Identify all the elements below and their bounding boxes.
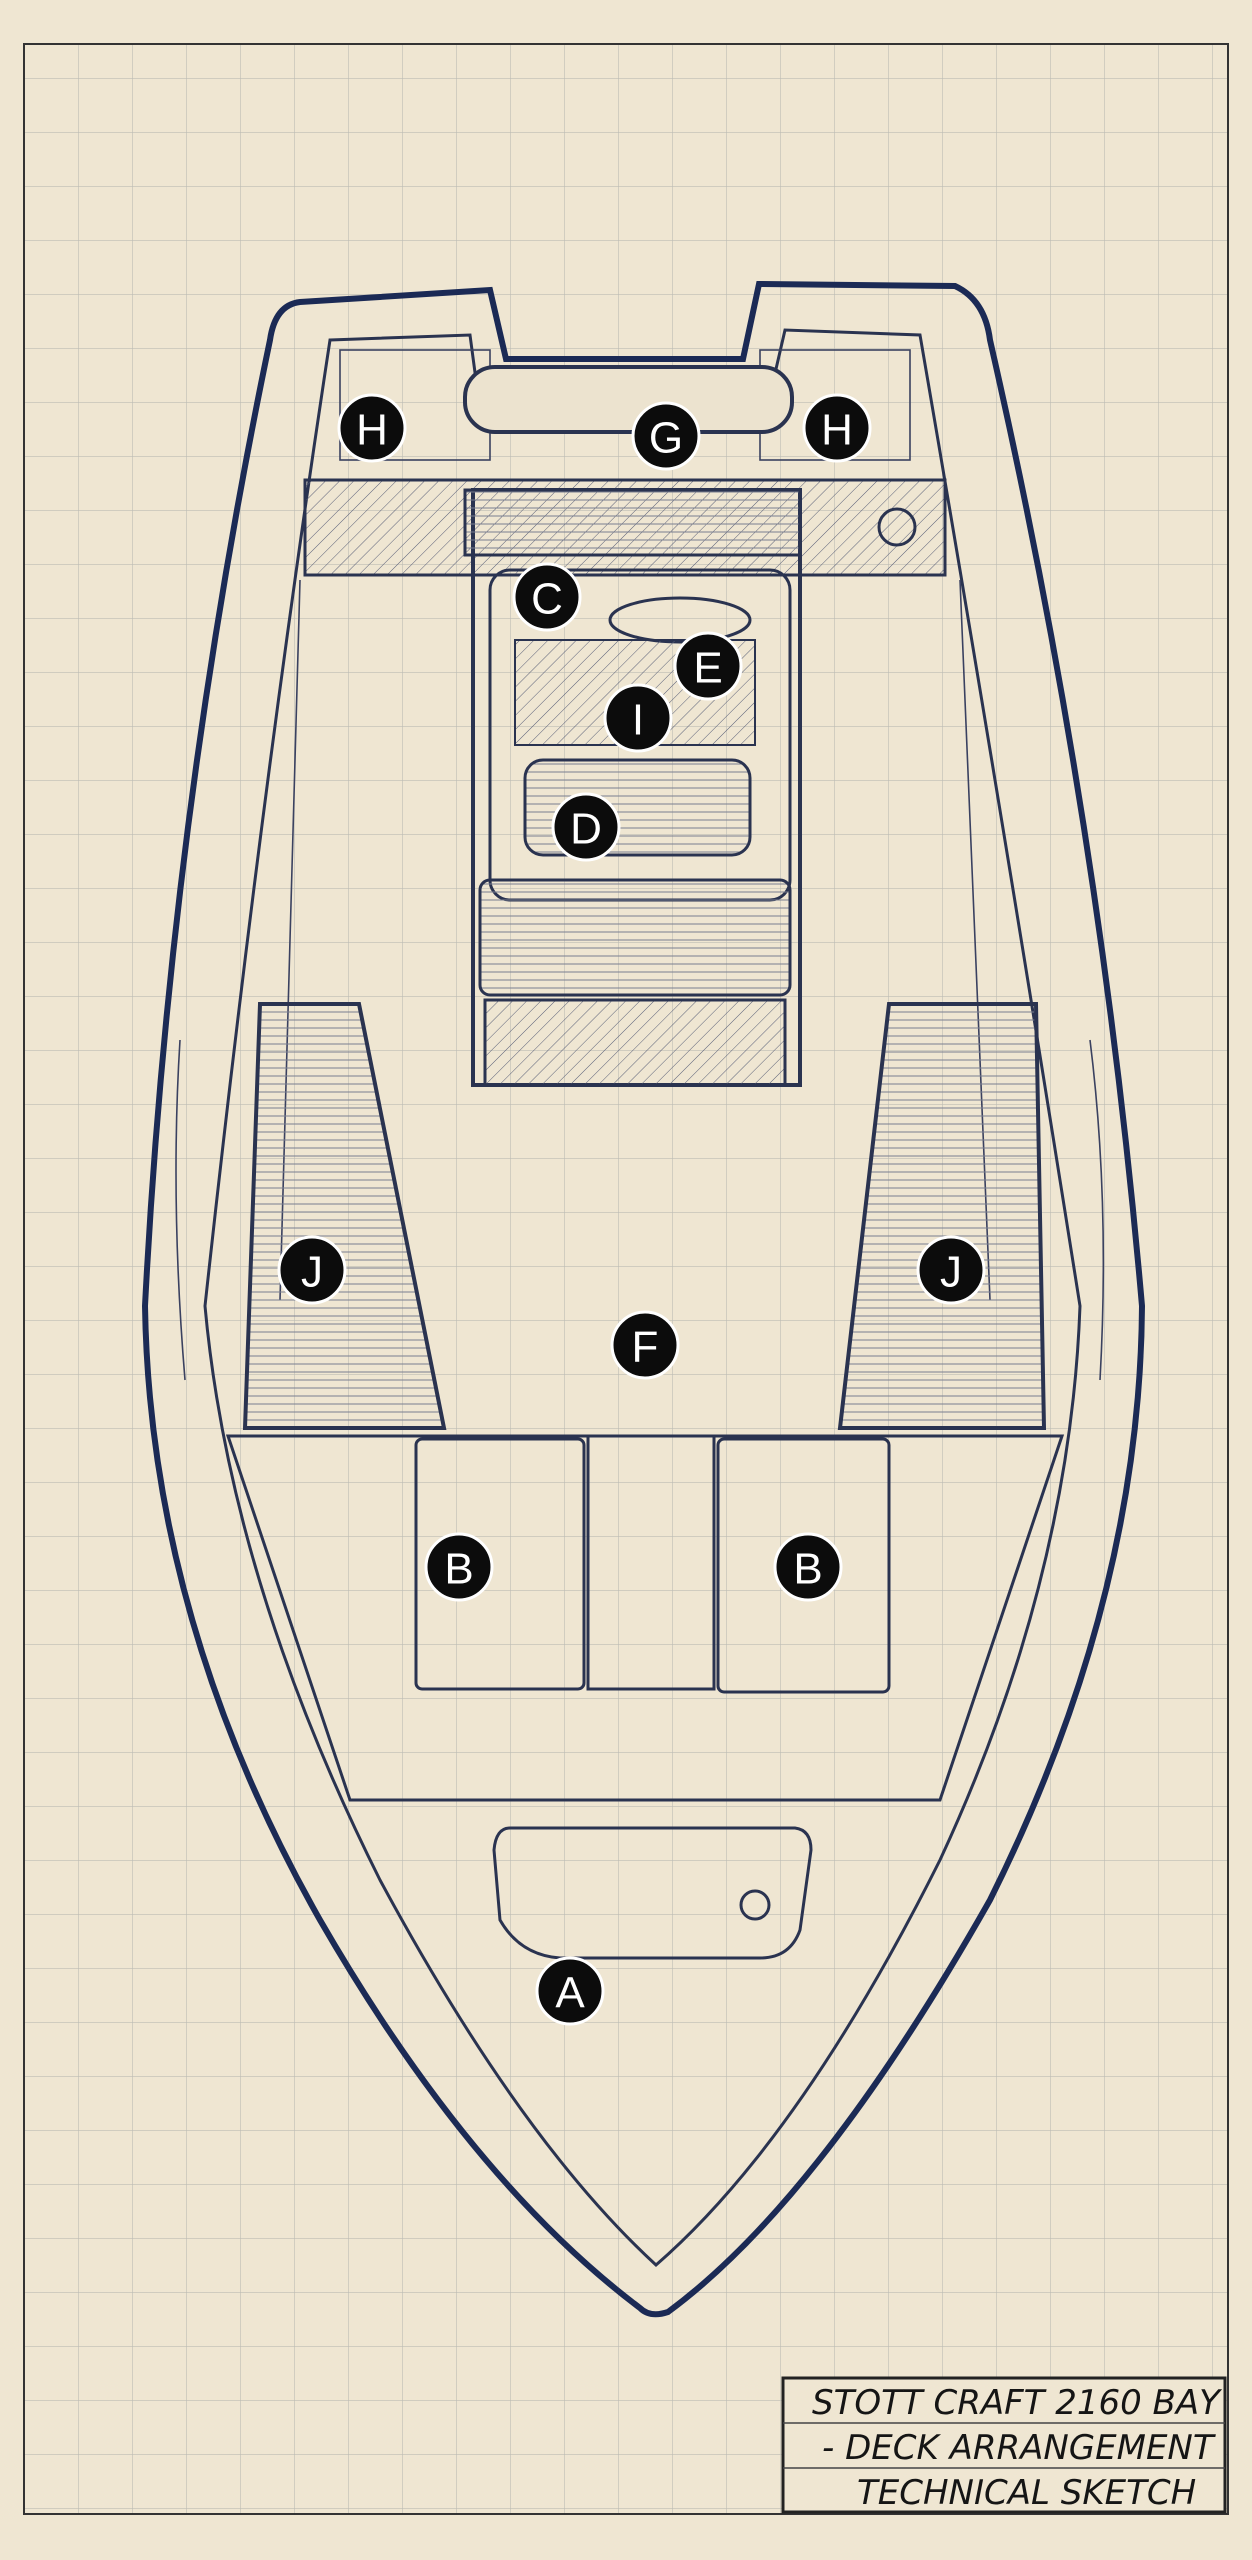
- title-line-3: TECHNICAL SKETCH: [857, 2473, 1196, 2513]
- callout-c: C: [512, 562, 582, 632]
- callout-j-starboard: J: [916, 1235, 986, 1305]
- callout-g: G: [631, 401, 701, 471]
- casting-deck-starboard: [837, 1002, 1047, 1430]
- forward-deck: [225, 1434, 1065, 1802]
- svg-text:H: H: [356, 406, 388, 455]
- title-line-1: STOTT CRAFT 2160 BAY: [812, 2383, 1222, 2423]
- sheet-border: [23, 43, 1229, 2515]
- callout-h-starboard: H: [802, 393, 872, 463]
- svg-text:J: J: [301, 1248, 323, 1297]
- svg-text:B: B: [444, 1545, 473, 1594]
- svg-text:H: H: [821, 406, 853, 455]
- callout-b-port: B: [424, 1532, 494, 1602]
- callout-a: A: [535, 1956, 605, 2026]
- callout-e: E: [673, 631, 743, 701]
- svg-text:J: J: [940, 1248, 962, 1297]
- svg-text:B: B: [793, 1545, 822, 1594]
- svg-text:E: E: [693, 644, 722, 693]
- svg-text:D: D: [570, 805, 602, 854]
- svg-text:C: C: [531, 575, 563, 624]
- svg-text:F: F: [632, 1323, 659, 1372]
- grab-rails: [175, 1039, 1105, 1381]
- svg-text:A: A: [555, 1969, 585, 2018]
- svg-text:G: G: [649, 414, 683, 463]
- title-block: STOTT CRAFT 2160 BAY - DECK ARRANGEMENT …: [781, 2376, 1227, 2514]
- hatch-latch-icon: [739, 1889, 771, 1921]
- title-line-2: - DECK ARRANGEMENT: [822, 2428, 1216, 2468]
- callout-f: F: [610, 1310, 680, 1380]
- callout-j-port: J: [277, 1235, 347, 1305]
- callout-h-port: H: [337, 393, 407, 463]
- callout-b-starboard: B: [773, 1532, 843, 1602]
- anchor-locker: [492, 1826, 813, 1960]
- callout-d: D: [551, 792, 621, 862]
- casting-deck-port: [242, 1002, 447, 1430]
- svg-text:I: I: [632, 696, 644, 745]
- callout-i: I: [603, 683, 673, 753]
- leaning-post-seat: [463, 365, 794, 434]
